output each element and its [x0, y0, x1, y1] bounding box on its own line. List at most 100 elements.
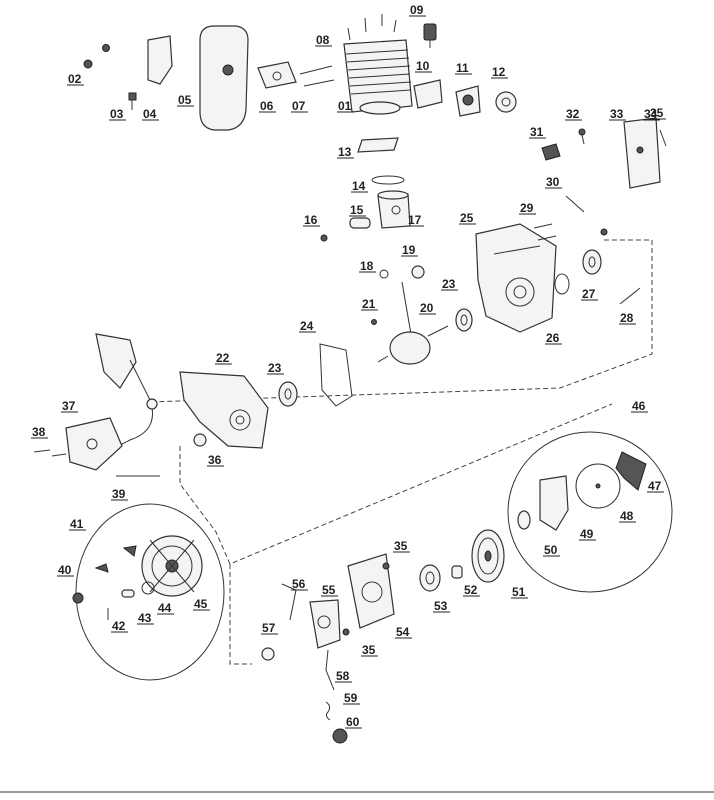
part-nut-40 — [72, 592, 84, 604]
part-label-48: 48 — [620, 509, 634, 523]
part-label-20: 20 — [420, 301, 434, 315]
part-label-07: 07 — [292, 99, 306, 113]
part-label-43: 43 — [138, 611, 152, 625]
part-shoes-49 — [539, 475, 569, 531]
part-clip-18 — [379, 269, 389, 279]
assembly-dashed-line-lower — [179, 403, 613, 565]
part-label-44: 44 — [158, 601, 172, 615]
part-washer-36 — [193, 433, 207, 447]
part-spark-plug-09 — [423, 23, 437, 48]
part-label-32: 32 — [566, 107, 580, 121]
part-plate-34 — [623, 117, 661, 189]
part-label-01: 01 — [338, 99, 352, 113]
clutch-group-circle — [507, 431, 673, 593]
part-label-29: 29 — [520, 201, 534, 215]
part-oil-pump-37 — [65, 417, 123, 471]
part-screw-35-low — [342, 628, 350, 636]
part-label-28: 28 — [620, 311, 634, 325]
part-label-31: 31 — [530, 125, 544, 139]
part-label-23: 23 — [442, 277, 456, 291]
part-label-51: 51 — [512, 585, 526, 599]
part-label-10: 10 — [416, 59, 430, 73]
part-label-59: 59 — [344, 691, 358, 705]
part-label-05: 05 — [178, 93, 192, 107]
part-gasket-06 — [257, 61, 297, 89]
part-seal-23-left — [278, 381, 298, 407]
flywheel-group-circle — [75, 503, 225, 681]
part-pin-31 — [565, 195, 585, 213]
part-label-24: 24 — [300, 319, 314, 333]
part-seals-26 — [554, 273, 570, 295]
part-washer-50 — [517, 510, 531, 530]
part-handle-bracket — [95, 333, 158, 447]
part-label-26: 26 — [546, 331, 560, 345]
part-key-21 — [371, 319, 377, 325]
part-spring-43 — [121, 589, 135, 598]
part-label-02: 02 — [68, 72, 82, 86]
part-label-09: 09 — [410, 3, 424, 17]
part-label-37: 37 — [62, 399, 76, 413]
part-bearing-19 — [411, 265, 425, 279]
part-bolts-07 — [299, 65, 335, 87]
assembly-dashed-line-right — [149, 239, 653, 403]
part-label-22: 22 — [216, 351, 230, 365]
part-label-13: 13 — [338, 145, 352, 159]
part-screws-38 — [33, 449, 67, 457]
part-sprocket-53 — [419, 564, 441, 592]
part-label-15: 15 — [350, 203, 364, 217]
part-label-58: 58 — [336, 669, 350, 683]
part-intake-10 — [413, 79, 443, 109]
part-crankcase-25 — [475, 223, 557, 333]
part-gasket-24 — [319, 343, 353, 407]
part-label-35: 35 — [362, 643, 376, 657]
part-label-33: 33 — [610, 107, 624, 121]
part-pawls-41 — [94, 545, 137, 573]
part-bearing-52 — [451, 565, 463, 579]
part-bolt-16 — [320, 234, 328, 242]
part-label-49: 49 — [580, 527, 594, 541]
part-crankcase-22 — [179, 371, 269, 449]
part-label-55: 55 — [322, 583, 336, 597]
part-drum-51 — [471, 529, 505, 583]
part-spider-47 — [615, 451, 647, 491]
part-label-17: 17 — [408, 213, 422, 227]
part-label-08: 08 — [316, 33, 330, 47]
part-label-35: 35 — [394, 539, 408, 553]
part-pin-15 — [349, 217, 371, 229]
part-oil-pump-55 — [309, 599, 341, 649]
part-screw-03 — [128, 92, 137, 110]
part-label-14: 14 — [352, 179, 366, 193]
part-label-50: 50 — [544, 543, 558, 557]
part-plate-04 — [147, 35, 173, 85]
part-screw-33 — [578, 128, 586, 145]
part-crankshaft-20 — [377, 281, 449, 365]
assembly-dashed-line-bottom — [229, 564, 252, 665]
part-washer-44 — [141, 581, 155, 595]
part-cover-05 — [199, 25, 249, 131]
part-label-12: 12 — [492, 65, 506, 79]
part-label-16: 16 — [304, 213, 318, 227]
part-cylinder-01 — [343, 39, 413, 115]
part-filter-60 — [332, 728, 348, 744]
part-label-57: 57 — [262, 621, 276, 635]
part-label-11: 11 — [456, 61, 469, 75]
part-label-03: 03 — [110, 107, 124, 121]
part-hose-58 — [325, 649, 335, 691]
part-label-23: 23 — [268, 361, 282, 375]
part-ring-12 — [495, 91, 517, 113]
part-spring-59 — [325, 701, 331, 721]
part-label-54: 54 — [396, 625, 410, 639]
part-label-19: 19 — [402, 243, 416, 257]
part-piston-17 — [377, 190, 411, 229]
part-label-47: 47 — [648, 479, 662, 493]
part-washer-27 — [582, 249, 602, 275]
part-label-04: 04 — [143, 107, 157, 121]
part-label-34: 34 — [644, 107, 658, 121]
part-label-53: 53 — [434, 599, 448, 613]
part-ring-14 — [371, 175, 405, 185]
part-cover-05-hole — [222, 64, 234, 76]
part-screw-35-top — [659, 129, 667, 147]
part-screw-30 — [600, 228, 608, 236]
